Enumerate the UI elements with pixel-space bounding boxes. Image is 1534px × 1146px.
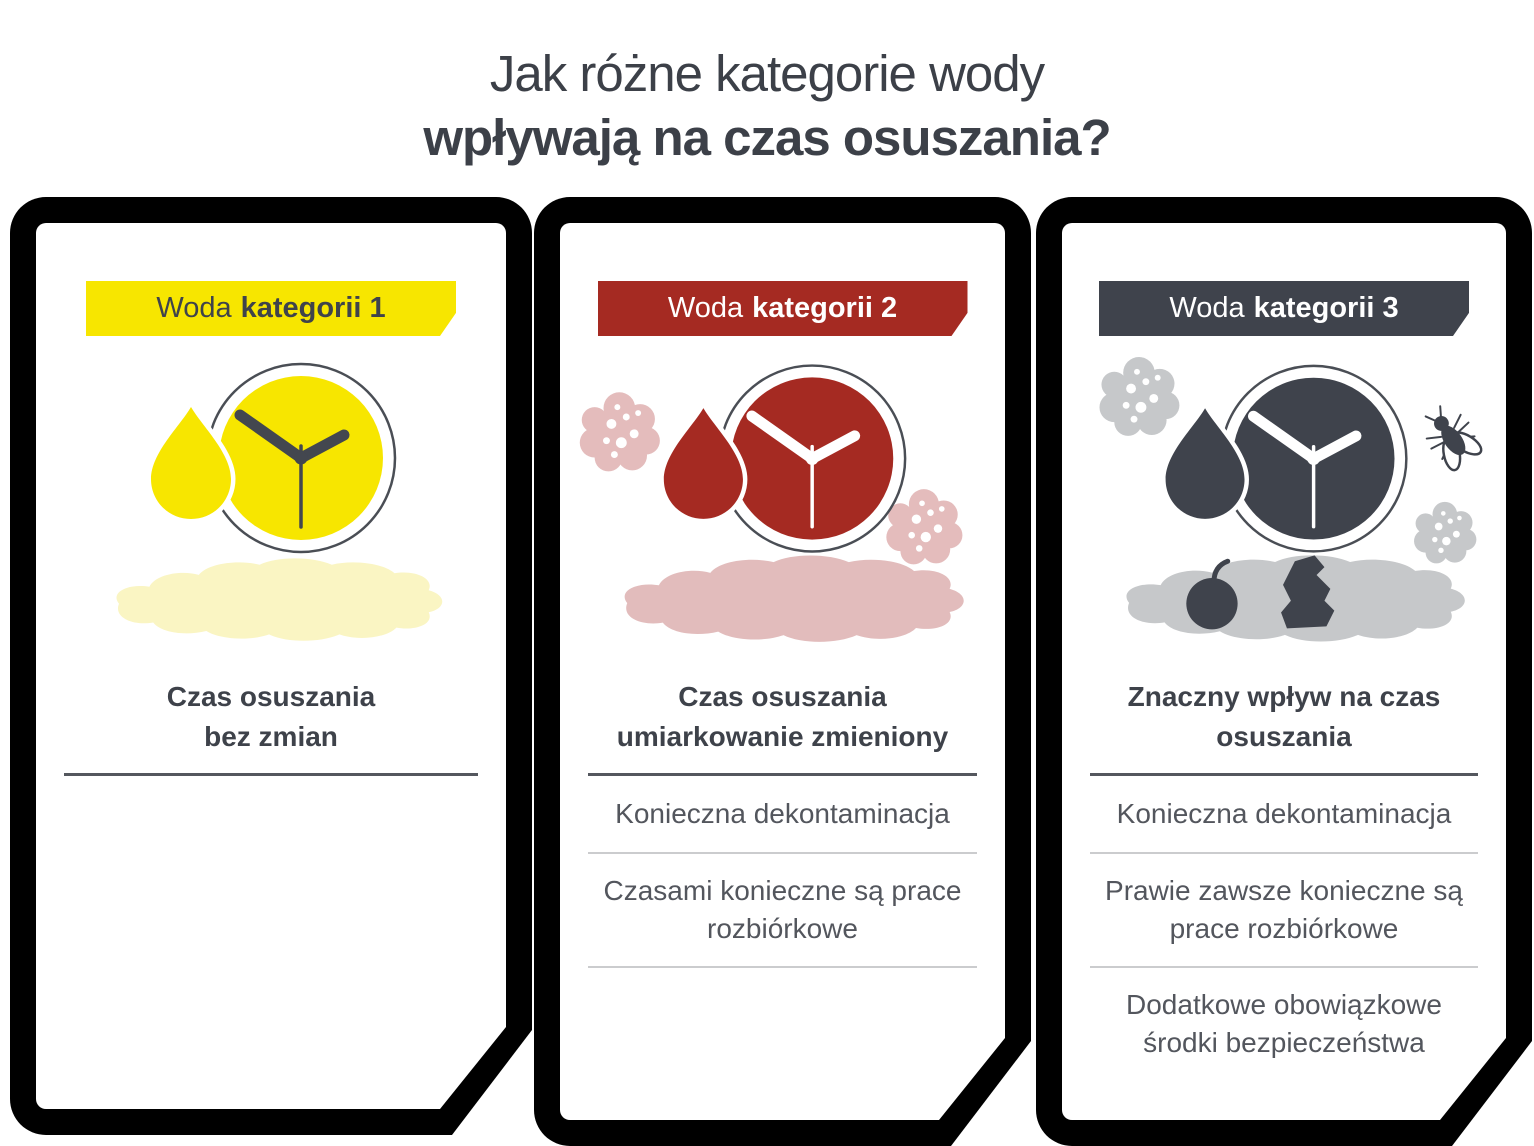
card-water-category-2: Woda kategorii 2 — [534, 197, 1031, 1146]
card-3-item-2: Prawie zawsze konieczne są prace rozbiór… — [1105, 875, 1463, 944]
clock-hands-icon — [240, 415, 344, 527]
card-2-item-2: Czasami konieczne są prace rozbiórkowe — [603, 875, 962, 944]
card-3-content: Woda kategorii 3 — [1062, 223, 1506, 1120]
germs-icon — [1414, 502, 1476, 564]
card-3-ribbon-bold: kategorii 3 — [1253, 292, 1399, 324]
puddle-icon — [116, 558, 442, 640]
card-3-item-3: Dodatkowe obowiązkowe środki bezpieczeńs… — [1126, 989, 1442, 1058]
divider — [1090, 852, 1478, 854]
card-1-ribbon: Woda kategorii 1 — [86, 281, 456, 336]
debris-icon — [1281, 555, 1334, 628]
apple-icon — [1186, 561, 1237, 629]
drop-clock-germs-puddle-icon — [560, 355, 1005, 655]
water-drop-icon — [151, 407, 231, 519]
card-2-text: Czas osuszania umiarkowanie zmieniony Ko… — [560, 655, 1005, 968]
card-3-item-1: Konieczna dekontaminacja — [1116, 798, 1452, 829]
germs-icon — [580, 392, 660, 471]
card-1-heading: Czas osuszania bez zmian — [64, 675, 478, 759]
card-water-category-1: Woda kategorii 1 — [10, 197, 532, 1135]
card-1-heading-line2: bez zmian — [204, 721, 338, 752]
card-3-ribbon-prefix: Woda — [1169, 292, 1245, 324]
card-2-heading-line2: umiarkowanie zmieniony — [616, 721, 949, 752]
fly-icon — [1414, 398, 1488, 477]
card-1-content: Woda kategorii 1 — [36, 223, 506, 1109]
water-drop-icon — [1166, 408, 1245, 519]
drop-clock-puddle-icon — [36, 355, 506, 655]
clock-hands-icon — [752, 416, 855, 527]
card-1-ribbon-bold: kategorii 1 — [240, 292, 386, 324]
card-2-heading: Czas osuszania umiarkowanie zmieniony — [588, 675, 977, 759]
card-2-heading-line1: Czas osuszania — [678, 681, 887, 712]
divider — [588, 773, 977, 776]
card-3-heading-line2: osuszania — [1216, 721, 1352, 752]
divider — [588, 852, 977, 854]
card-1-heading-line1: Czas osuszania — [166, 681, 376, 712]
drop-clock-germs-fly-puddle-icon — [1062, 355, 1506, 655]
card-3-heading: Znaczny wpływ na czas osuszania — [1090, 675, 1478, 759]
puddle-icon — [625, 555, 964, 641]
germs-icon — [886, 489, 962, 564]
card-2-ribbon: Woda kategorii 2 — [598, 281, 968, 336]
water-drop-icon — [664, 408, 743, 519]
page-title-line1: Jak różne kategorie wody — [489, 45, 1045, 102]
clock-hands-icon — [1253, 416, 1356, 527]
page-title-line2: wpływają na czas osuszania? — [423, 109, 1111, 166]
germs-icon — [1099, 357, 1179, 436]
card-3-text: Znaczny wpływ na czas osuszania Konieczn… — [1062, 655, 1506, 1080]
divider — [1090, 966, 1478, 968]
card-2-ribbon-bold: kategorii 2 — [752, 292, 898, 324]
card-3-heading-line1: Znaczny wpływ na czas — [1127, 681, 1441, 712]
card-1-text: Czas osuszania bez zmian — [36, 655, 506, 776]
card-1-ribbon-prefix: Woda — [156, 292, 232, 324]
card-2-content: Woda kategorii 2 — [560, 223, 1005, 1120]
card-3-ribbon: Woda kategorii 3 — [1099, 281, 1469, 336]
page-title: Jak różne kategorie wody wpływają na cza… — [0, 42, 1534, 170]
card-water-category-3: Woda kategorii 3 — [1036, 197, 1532, 1146]
divider — [64, 773, 478, 776]
card-2-item-1: Konieczna dekontaminacja — [615, 798, 950, 829]
card-2-ribbon-prefix: Woda — [667, 292, 744, 324]
divider — [1090, 773, 1478, 776]
divider — [588, 966, 977, 968]
